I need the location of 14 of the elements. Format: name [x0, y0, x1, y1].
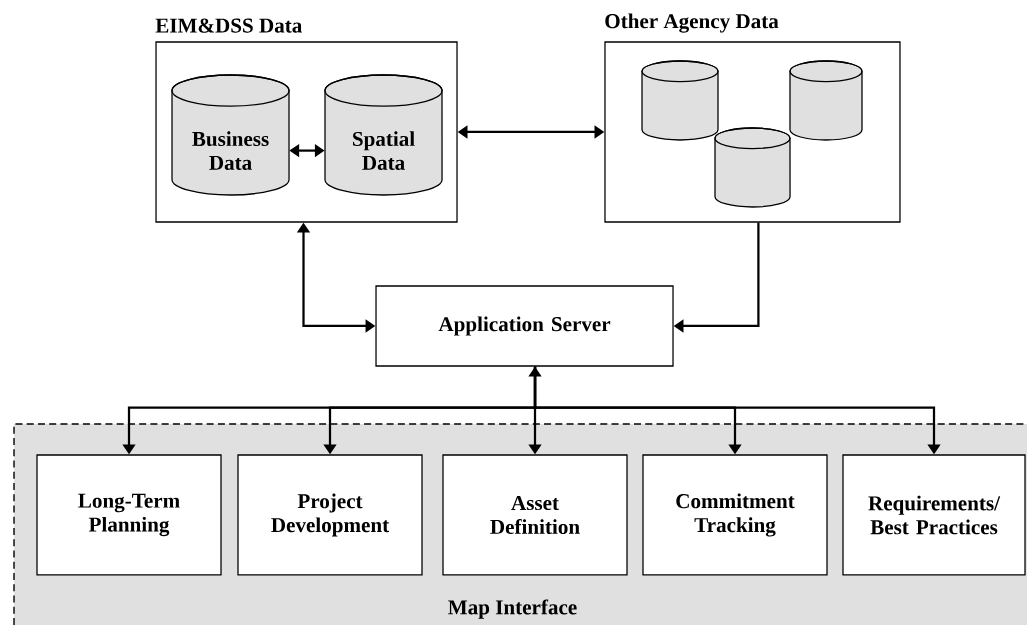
data-box: Other Agency Data [604, 13, 901, 223]
node-label: Other Agency Data [605, 13, 779, 33]
database-cylinder: Spatial Data [324, 74, 443, 196]
process-box: Project Development [237, 454, 423, 576]
process-box: Application Server [375, 285, 674, 367]
process-box: Requirements/ Best Practices [842, 454, 1026, 576]
node-label: EIM&DSS Data [155, 18, 302, 33]
database-cylinder [641, 60, 719, 141]
process-box: Asset Definition [442, 454, 628, 576]
database-cylinder [714, 127, 791, 208]
process-box: Long-Term Planning [36, 454, 222, 576]
database-cylinder [789, 60, 863, 141]
process-box: Commitment Tracking [642, 454, 828, 576]
database-cylinder: Business Data [171, 74, 290, 196]
